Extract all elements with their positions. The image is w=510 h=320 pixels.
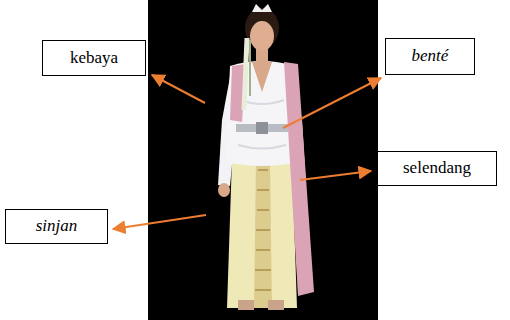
label-box: benté bbox=[385, 38, 475, 75]
label-box: selendang bbox=[377, 151, 497, 186]
woman-figure bbox=[218, 4, 314, 310]
label-box: sinjan bbox=[5, 209, 108, 244]
part-label: sinjan bbox=[36, 216, 78, 236]
photo-background bbox=[148, 0, 378, 320]
leader-line bbox=[300, 171, 371, 180]
leader-line bbox=[113, 215, 206, 229]
part-label: benté bbox=[412, 46, 449, 66]
label-box: kebaya bbox=[42, 40, 146, 76]
leader-line bbox=[152, 75, 205, 103]
part-label: kebaya bbox=[70, 48, 118, 68]
leader-arrows bbox=[113, 75, 381, 229]
part-label: selendang bbox=[403, 158, 471, 178]
leader-line bbox=[283, 78, 381, 128]
